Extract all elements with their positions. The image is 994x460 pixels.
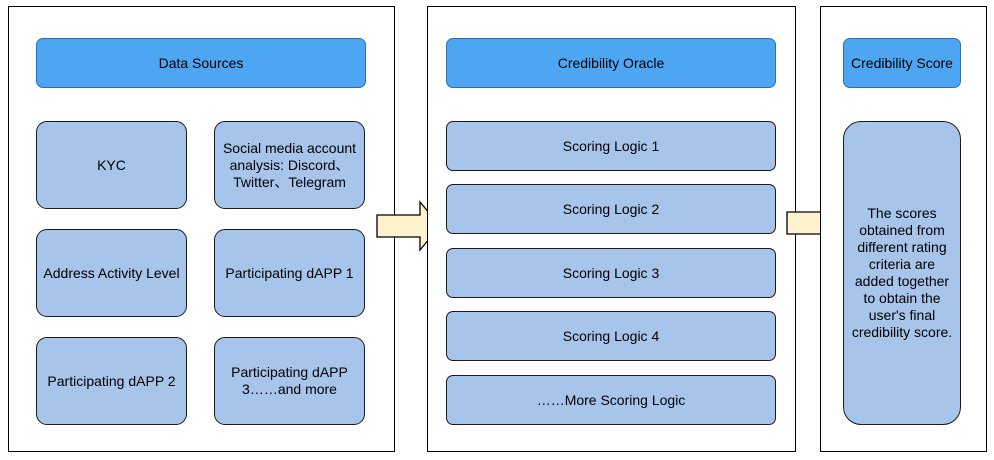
source-dapp-1: Participating dAPP 1 bbox=[214, 229, 365, 317]
source-address-activity: Address Activity Level bbox=[36, 229, 187, 317]
credibility-score-header: Credibility Score bbox=[843, 38, 961, 88]
credibility-score-description: The scores obtained from different ratin… bbox=[843, 121, 961, 425]
scoring-logic-1: Scoring Logic 1 bbox=[446, 121, 776, 171]
source-social-media: Social media account analysis: Discord、T… bbox=[214, 121, 365, 209]
source-dapp-3-more: Participating dAPP 3……and more bbox=[214, 337, 365, 425]
scoring-logic-2: Scoring Logic 2 bbox=[446, 184, 776, 234]
scoring-logic-more: ……More Scoring Logic bbox=[446, 375, 776, 425]
credibility-oracle-header: Credibility Oracle bbox=[446, 38, 776, 88]
scoring-logic-3: Scoring Logic 3 bbox=[446, 248, 776, 298]
scoring-logic-4: Scoring Logic 4 bbox=[446, 311, 776, 361]
data-sources-header: Data Sources bbox=[36, 38, 366, 88]
source-kyc: KYC bbox=[36, 121, 187, 209]
source-dapp-2: Participating dAPP 2 bbox=[36, 337, 187, 425]
